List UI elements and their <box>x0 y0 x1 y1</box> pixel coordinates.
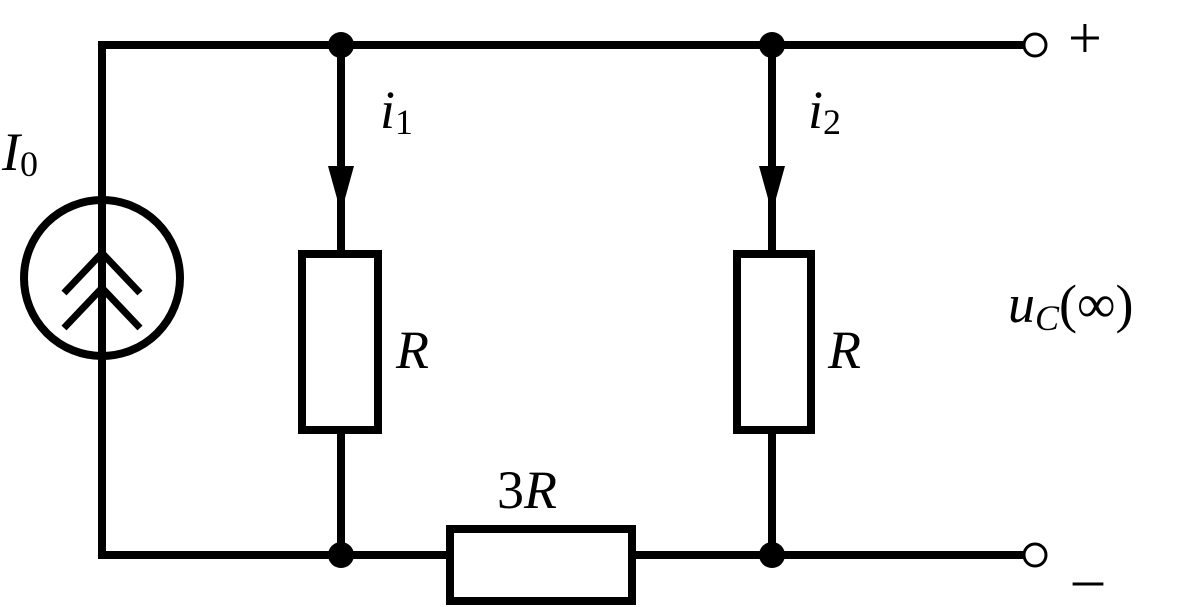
wires <box>98 41 1031 559</box>
output-terminal-top <box>1022 32 1048 58</box>
current-arrow-i2 <box>759 166 785 213</box>
junction-dot <box>759 542 785 568</box>
junction-dot <box>759 32 785 58</box>
plus-sign: + <box>1068 5 1102 71</box>
current-label-i2: i2 <box>808 80 841 142</box>
bottom-resistor <box>446 525 636 605</box>
bottom-resistor-label: 3R <box>497 460 557 520</box>
minus-sign: – <box>1072 545 1104 607</box>
junction-dot <box>328 542 354 568</box>
output-terminal-bottom <box>1022 542 1048 568</box>
left-resistor <box>298 250 382 434</box>
source-label: I0 <box>1 122 38 184</box>
current-source-chevron-upper <box>61 247 143 296</box>
left-resistor-label: R <box>395 320 429 380</box>
junctions <box>328 32 785 568</box>
current-source-chevron-lower <box>61 282 143 331</box>
right-resistor-label: R <box>827 320 861 380</box>
current-source <box>20 196 184 360</box>
right-resistor <box>733 250 815 434</box>
junction-dot <box>328 32 354 58</box>
current-label-i1: i1 <box>380 80 413 142</box>
output-voltage-label: uC(∞) <box>1008 274 1133 338</box>
current-arrow-i1 <box>328 166 354 213</box>
